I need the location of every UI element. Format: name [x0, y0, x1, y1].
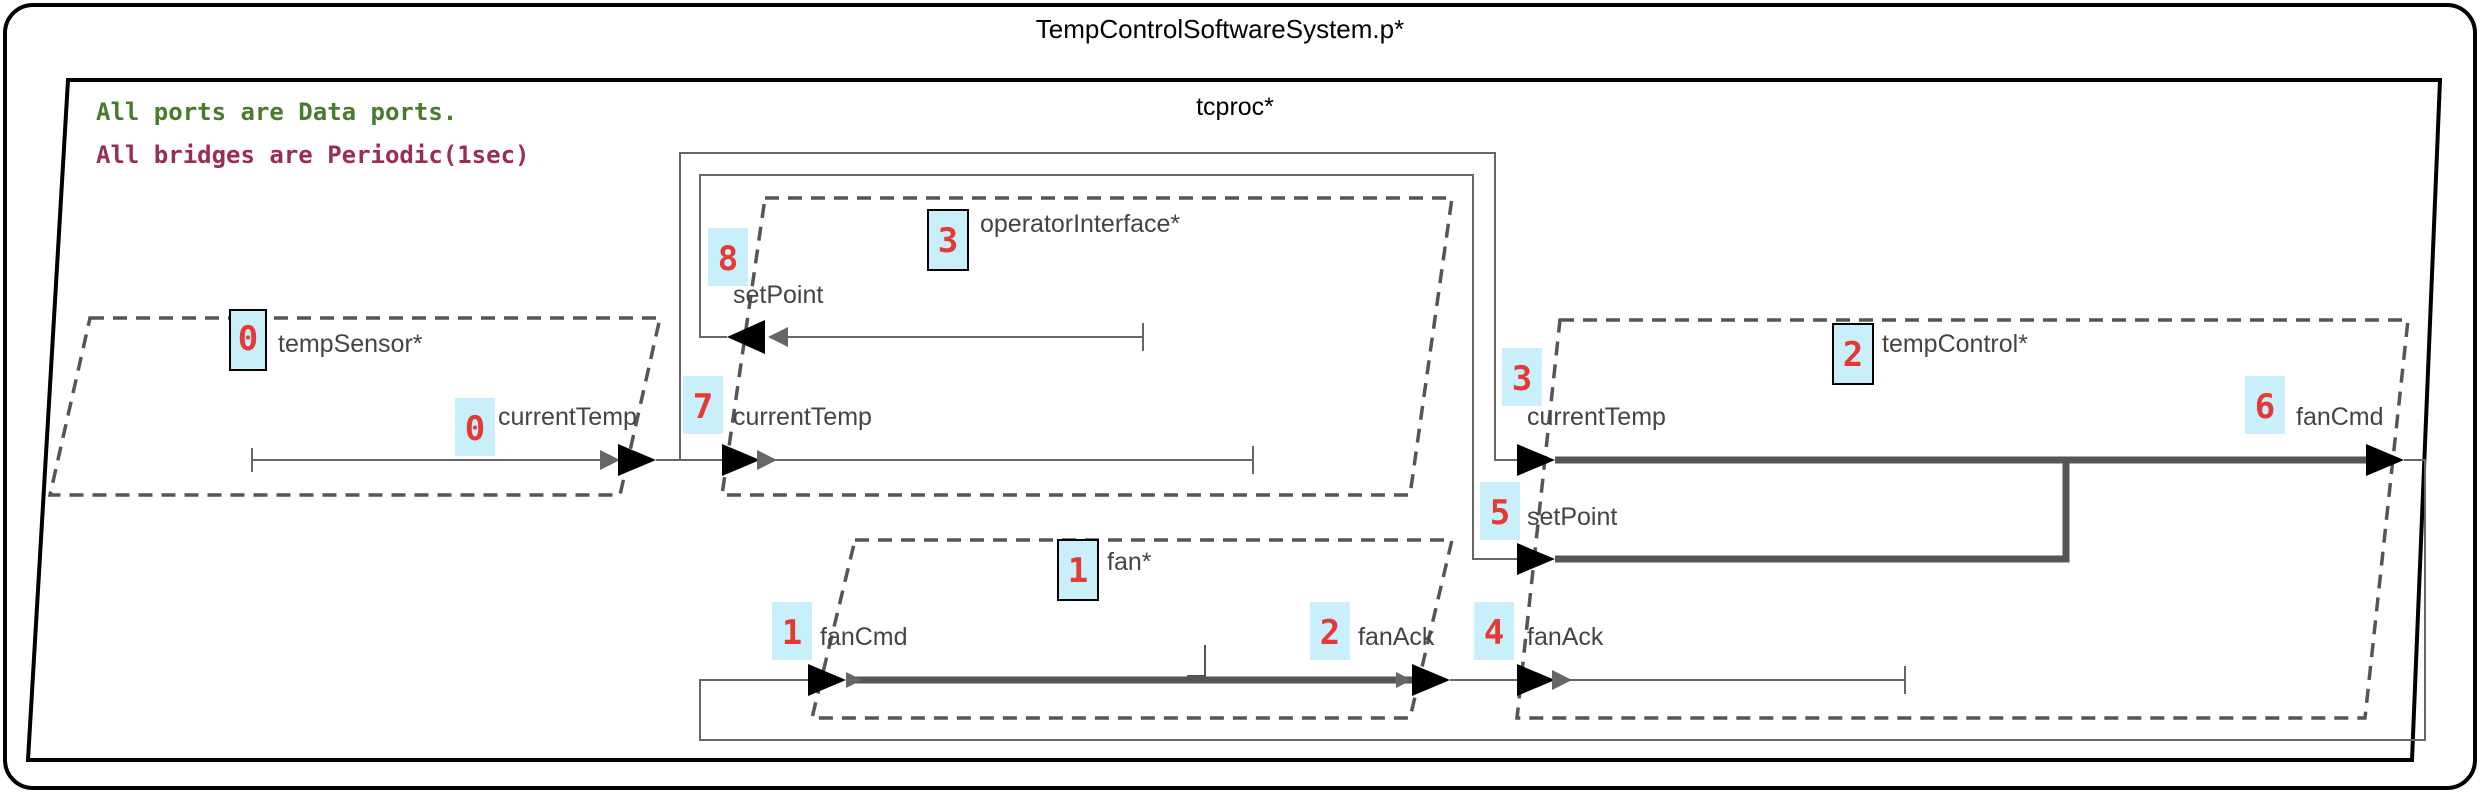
- oi-currentTemp-badge: [683, 376, 723, 434]
- bridge-oi-setpoint-to-tc: [699, 174, 1517, 560]
- tc-fanAck-badge: [1474, 602, 1514, 660]
- oi-setPoint-badge: [708, 228, 748, 286]
- tc-fanAck-label: fanAck: [1527, 623, 1604, 651]
- oi-currentTemp-port-arrow[interactable]: [722, 444, 760, 476]
- tc-setPoint-label: setPoint: [1527, 503, 1617, 531]
- process-title: tcproc*: [1196, 93, 1274, 121]
- fan-index: 1: [1068, 551, 1088, 591]
- operatorInterface-label: operatorInterface*: [980, 210, 1180, 238]
- fan-flow-head-left: [846, 672, 862, 688]
- sensor-currentTemp-port-arrow[interactable]: [618, 444, 656, 476]
- tc-fanAck-port-arrow[interactable]: [1517, 664, 1555, 696]
- oi-currentTemp-index: 7: [693, 387, 713, 427]
- tempSensor-component[interactable]: [47, 316, 663, 497]
- oi-currentTemp-label: currentTemp: [733, 403, 872, 431]
- fan-flow-bump: [1187, 645, 1206, 677]
- fan-fanCmd-badge: [772, 602, 812, 660]
- bridge-sensor-to-tc: [679, 152, 1517, 461]
- fan-component[interactable]: [809, 538, 1455, 720]
- tempSensor-index: 0: [238, 319, 258, 359]
- tempControl-index-badge: [1832, 323, 1874, 385]
- tc-currentTemp-index: 3: [1512, 359, 1532, 399]
- tc-fanCmd-port-arrow[interactable]: [2366, 444, 2404, 476]
- fan-fanCmd-index: 1: [782, 613, 802, 653]
- system-title: TempControlSoftwareSystem.p*: [1036, 14, 1404, 44]
- tc-fanCmd-index: 6: [2255, 387, 2275, 427]
- sensor-currentTemp-badge: [455, 398, 495, 456]
- fan-fanAck-label: fanAck: [1358, 623, 1435, 651]
- tempSensor-label: tempSensor*: [278, 330, 423, 358]
- fan-fanAck-badge: [1310, 602, 1350, 660]
- fan-fanAck-index: 2: [1320, 613, 1340, 653]
- fan-label: fan*: [1107, 548, 1152, 576]
- tc-fanAck-index: 4: [1484, 613, 1504, 653]
- tc-currentTemp-badge: [1502, 348, 1542, 406]
- tc-setPoint-port-arrow[interactable]: [1517, 543, 1555, 575]
- tempSensor-index-badge: [229, 309, 267, 371]
- tempControl-index: 2: [1843, 335, 1863, 375]
- tc-setPoint-badge: [1480, 482, 1520, 540]
- fan-fanAck-port-arrow[interactable]: [1412, 664, 1450, 696]
- tc-fanCmd-badge: [2245, 376, 2285, 434]
- tempControl-label: tempControl*: [1882, 330, 2028, 358]
- tc-fanCmd-label: fanCmd: [2296, 403, 2384, 431]
- oi-setPoint-index: 8: [718, 239, 738, 279]
- fan-flow-head-right: [1396, 672, 1412, 688]
- bridges-note: All bridges are Periodic(1sec): [96, 141, 529, 169]
- oi-setPoint-port-arrow[interactable]: [727, 320, 765, 354]
- bridge-fancmd-loop: [699, 459, 2426, 741]
- fan-index-badge: [1057, 539, 1099, 601]
- oi-setPoint-label: setPoint: [733, 281, 823, 309]
- tc-currentTemp-port-arrow[interactable]: [1517, 444, 1555, 476]
- ports-note: All ports are Data ports.: [96, 98, 457, 126]
- operatorInterface-index-badge: [927, 209, 969, 271]
- operatorInterface-component[interactable]: [719, 196, 1455, 497]
- sensor-currentTemp-label: currentTemp: [498, 403, 637, 431]
- tempControl-component[interactable]: [1515, 318, 2410, 720]
- system-container: [3, 3, 2477, 790]
- tc-flow-setpoint: [1555, 460, 2070, 563]
- fan-fanCmd-label: fanCmd: [820, 623, 908, 651]
- process-container: [25, 78, 2443, 762]
- sensor-currentTemp-index: 0: [465, 409, 485, 449]
- tc-currentTemp-label: currentTemp: [1527, 403, 1666, 431]
- operatorInterface-index: 3: [938, 221, 958, 261]
- fan-fanCmd-port-arrow[interactable]: [808, 664, 846, 696]
- tc-setPoint-index: 5: [1490, 493, 1510, 533]
